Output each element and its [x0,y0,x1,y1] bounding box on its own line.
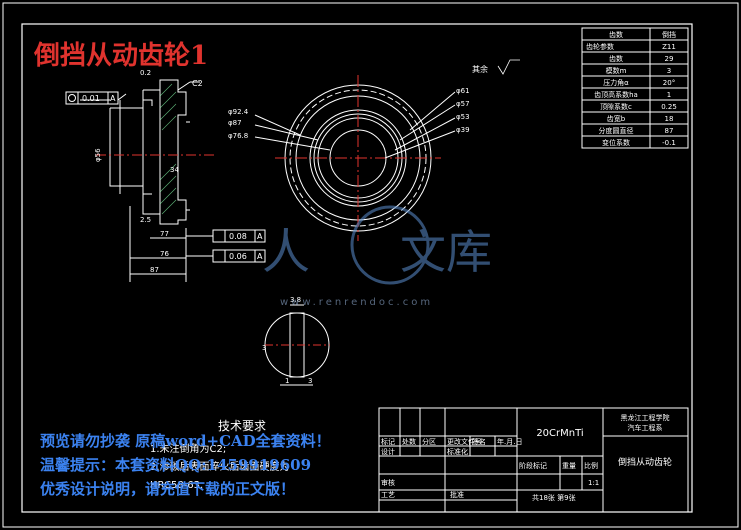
tol-value-1: 0.01 [82,94,100,103]
params-label: 齿宽b [607,114,626,123]
dim-circle-3: φ76.8 [228,132,248,140]
tech-req-line-1: 1.未注倒角为C2; [150,442,226,455]
params-value: 1 [667,91,671,99]
tol-datum-2: A [257,232,263,241]
tb-design: 设计 [381,447,395,456]
dim-left-6: 2.5 [140,216,151,224]
tolerance-frames [65,91,266,263]
params-label: 模数m [606,66,627,75]
params-label: 分度圆直径 [599,126,634,135]
tb-scale-value: 1:1 [588,479,599,487]
params-header-col2: 倒挡 [662,30,676,39]
chamfer-label: C2 [192,79,203,88]
dim-left-5: 77 [160,230,169,238]
dim-circle-1: φ92.4 [228,108,249,116]
tb-sheets: 共18张 第9张 [532,493,576,502]
params-value: 29 [665,55,674,63]
tech-req-line-3: HRC58-63. [150,480,203,491]
tb-label-count: 处数 [402,437,416,446]
watermark-ring-icon [350,205,430,285]
params-label: 齿顶高系数ha [594,90,638,99]
tb-review: 审核 [381,478,395,487]
params-table: 齿数 倒挡 齿轮参数 Z11 齿数 29 模数m 3 压力角α 20° 齿顶高系… [586,30,677,147]
inner-frame [21,23,693,513]
params-label: 齿轮参数 [586,42,614,51]
dept-name: 汽车工程系 [628,423,663,432]
tb-approve: 批准 [450,490,464,499]
tb-label-sign: 签名 [472,437,486,446]
params-value: 18 [665,115,674,123]
dim-left-1: 0.2 [140,69,151,77]
tol-value-2: 0.08 [229,232,247,241]
tol-value-3: 0.06 [229,252,247,261]
drawing-title: 倒挡从动齿轮1 [33,41,208,71]
detail-view [264,304,330,386]
watermark-line-3: 优秀设计说明，请充值下载的正文版！ [40,480,295,498]
dim-circle-7: φ39 [456,126,470,134]
params-label: 压力角α [603,78,629,87]
tb-process: 工艺 [381,491,395,499]
watermark-logo-left: 人 [262,224,310,280]
params-value: 3 [667,67,671,75]
dim-small-2: 3 [262,344,266,352]
dim-small-1: 3.8 [290,296,301,304]
dim-circle-5: φ57 [456,100,470,108]
tb-stage: 阶段标记 [519,461,547,470]
dim-circle-4: φ61 [456,87,470,95]
sectional-view [80,79,215,282]
part-name: 倒挡从动齿轮 [618,456,672,468]
dim-left-7: 34 [170,166,179,174]
material-label: 20CrMnTi [536,428,583,439]
params-value: -0.1 [662,139,676,147]
tech-req-line-2: 2.渗碳后表面淬火后齿面硬度为 [150,460,290,473]
dim-left-3: 87 [150,266,159,274]
params-header-col1: 齿数 [609,30,623,39]
school-name: 黑龙江工程学院 [621,413,670,422]
tb-label-file: 更改文件号 [447,437,482,446]
dim-small-3: 1 [285,377,289,385]
watermark-logo: 人 文库 www.renrendoc.com [262,205,492,308]
dim-left-4: 76 [160,250,169,258]
watermark-url: www.renrendoc.com [280,297,433,308]
params-table-grid [581,27,689,149]
tol-datum-1: A [110,94,116,103]
params-label: 变位系数 [602,138,630,147]
dim-circle-2: φ87 [228,119,242,127]
dim-circle-6: φ53 [456,113,470,121]
watermark-line-2: 温馨提示：本套资料QQ:1459919609 [40,456,311,474]
tb-label-zone: 分区 [422,437,436,446]
surface-finish-note: 其余 [472,64,488,74]
dim-left-2: φ56 [94,148,102,162]
params-value: Z11 [662,43,676,51]
watermark-logo-right: 文库 [400,225,492,279]
roughness-symbol [497,59,520,75]
tb-scale-label: 比例 [584,461,598,470]
tb-std: 标准化 [447,447,468,456]
dim-small-4: 3 [308,377,312,385]
params-value: 0.25 [661,103,677,111]
circular-view [254,75,456,241]
title-block-grid [378,407,689,513]
tb-label-date: 年.月.日 [497,437,522,446]
tb-label-mark: 标记 [381,437,395,446]
params-value: 20° [663,79,675,87]
watermark-line-1: 预览请勿抄袭 原稿word+CAD全套资料！ [40,432,331,450]
params-value: 87 [665,127,674,135]
params-label: 齿数 [609,54,623,63]
tech-req-heading: 技术要求 [218,419,266,433]
title-block: 20CrMnTi 黑龙江工程学院 汽车工程系 倒挡从动齿轮 标记 处数 分区 更… [381,413,672,502]
tol-datum-3: A [257,252,263,261]
params-label: 顶隙系数c [600,102,632,111]
tb-weight: 重量 [562,462,576,470]
